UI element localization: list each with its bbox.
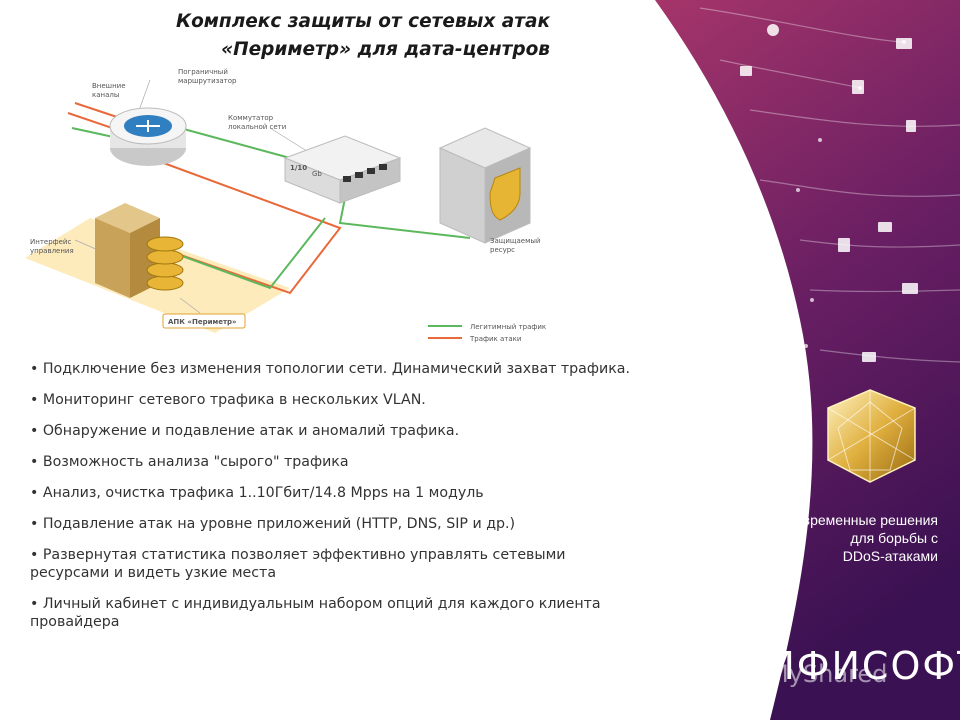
label-mgmt-interface: управления xyxy=(30,247,74,255)
lan-switch-icon: 1/10 Gb xyxy=(283,135,402,204)
logo-text: МФИСОФТ xyxy=(762,644,960,688)
title-line2: «Периметр» для дата-центров xyxy=(221,39,550,60)
list-item: • Возможность анализа "сырого" трафика xyxy=(30,454,349,470)
watermark-text: MyShared xyxy=(768,660,888,688)
list-item: • Личный кабинет с индивидуальным наборо… xyxy=(30,596,601,630)
legend-label-legit: Легитимный трафик xyxy=(470,323,546,331)
label-perimeter: АПК «Периметр» xyxy=(168,318,237,326)
label-external-channels: каналы xyxy=(92,91,119,99)
legit-line-perimeter-switch xyxy=(159,217,326,290)
switch-unit-label: Gb xyxy=(312,170,322,178)
list-item: • Обнаружение и подавление атак и аномал… xyxy=(30,423,460,439)
list-item: • Анализ, очистка трафика 1..10Гбит/14.8… xyxy=(30,485,484,501)
tagline-line: DDoS-атаками xyxy=(842,548,938,564)
mail-icon xyxy=(896,38,912,49)
list-item: • Подключение без изменения топологии се… xyxy=(30,361,631,377)
feature-list: • Подключение без изменения топологии се… xyxy=(30,360,630,644)
shield-icon xyxy=(489,167,521,221)
list-item: • Развернутая статистика позволяет эффек… xyxy=(30,547,566,581)
title-line1: Комплекс защиты от сетевых атак xyxy=(175,11,550,32)
document-icon xyxy=(906,120,916,132)
label-lan-switch: локальной сети xyxy=(228,123,286,131)
perimeter-label-box xyxy=(162,313,246,329)
company-logo: МФИСОФТ xyxy=(716,640,960,692)
perimeter-server-icon xyxy=(95,203,184,298)
list-item: • Мониторинг сетевого трафика в нескольк… xyxy=(30,392,426,408)
page-title: Комплекс защиты от сетевых атак «Перимет… xyxy=(176,8,550,64)
tagline-line: Современные решения xyxy=(784,512,938,528)
label-mgmt-interface: Интерфейс xyxy=(30,238,71,246)
label-lan-switch: Коммутатор xyxy=(228,114,274,122)
folder-icon xyxy=(740,66,752,76)
flower-icon xyxy=(767,24,779,36)
label-protected-resource: ресурс xyxy=(490,246,515,254)
label-border-router: Пограничный xyxy=(178,68,228,76)
label-external-channels: Внешние xyxy=(92,82,126,90)
folder-icon xyxy=(862,352,876,362)
list-item: • Подавление атак на уровне приложений (… xyxy=(30,516,516,532)
network-diagram: 1/10 Gb Внешние каналы Пограничный маршр… xyxy=(25,68,546,343)
label-protected-resource: Защищаемый xyxy=(490,237,540,245)
legend: Легитимный трафик Трафик атаки xyxy=(428,323,546,343)
legend-label-attack: Трафик атаки xyxy=(469,335,521,343)
document-icon xyxy=(852,80,864,94)
legit-line-router-switch xyxy=(179,127,291,159)
border-router-icon xyxy=(109,107,187,166)
attack-line-in xyxy=(74,102,121,119)
tagline-line: для борьбы с xyxy=(850,530,938,546)
folder-icon xyxy=(878,222,892,232)
watermark-icon xyxy=(743,666,763,687)
attack-line-router-perimeter xyxy=(149,157,342,295)
logo-dots-icon xyxy=(716,652,737,680)
protected-server-icon xyxy=(438,127,532,244)
switch-model-label: 1/10 xyxy=(290,164,307,172)
document-icon xyxy=(838,238,850,252)
tagline: Современные решения для борьбы с DDoS-ат… xyxy=(738,511,938,565)
label-border-router: маршрутизатор xyxy=(178,77,237,85)
mail-icon xyxy=(902,283,918,294)
legit-line-switch-server xyxy=(338,197,471,239)
gem-icon xyxy=(827,389,916,483)
